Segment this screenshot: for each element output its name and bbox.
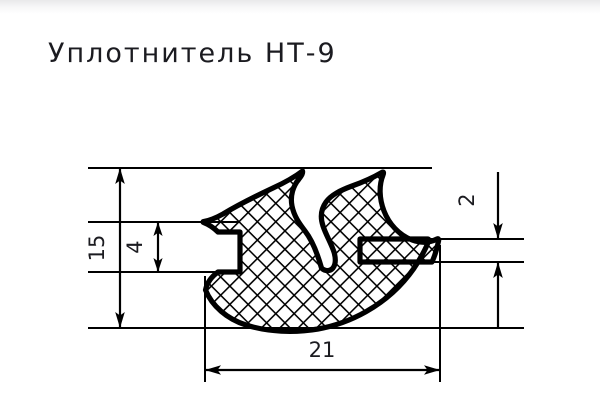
- extension-lines: [88, 167, 524, 382]
- page-title: Уплотнитель НТ-9: [48, 38, 337, 69]
- left-groove-edges: [88, 221, 240, 273]
- dimension-lip-gap: 2: [455, 172, 503, 328]
- dimension-label-4: 4: [123, 240, 147, 253]
- dimension-groove-height: 4: [123, 222, 163, 272]
- dimension-label-2: 2: [455, 193, 479, 206]
- dimension-label-21: 21: [309, 338, 336, 362]
- seal-profile-geometry: [190, 155, 460, 345]
- dimension-label-15: 15: [85, 235, 109, 262]
- dimension-height-overall: 15: [85, 168, 125, 328]
- right-groove-edges: [360, 238, 524, 263]
- dimension-width-overall: 21: [205, 338, 440, 375]
